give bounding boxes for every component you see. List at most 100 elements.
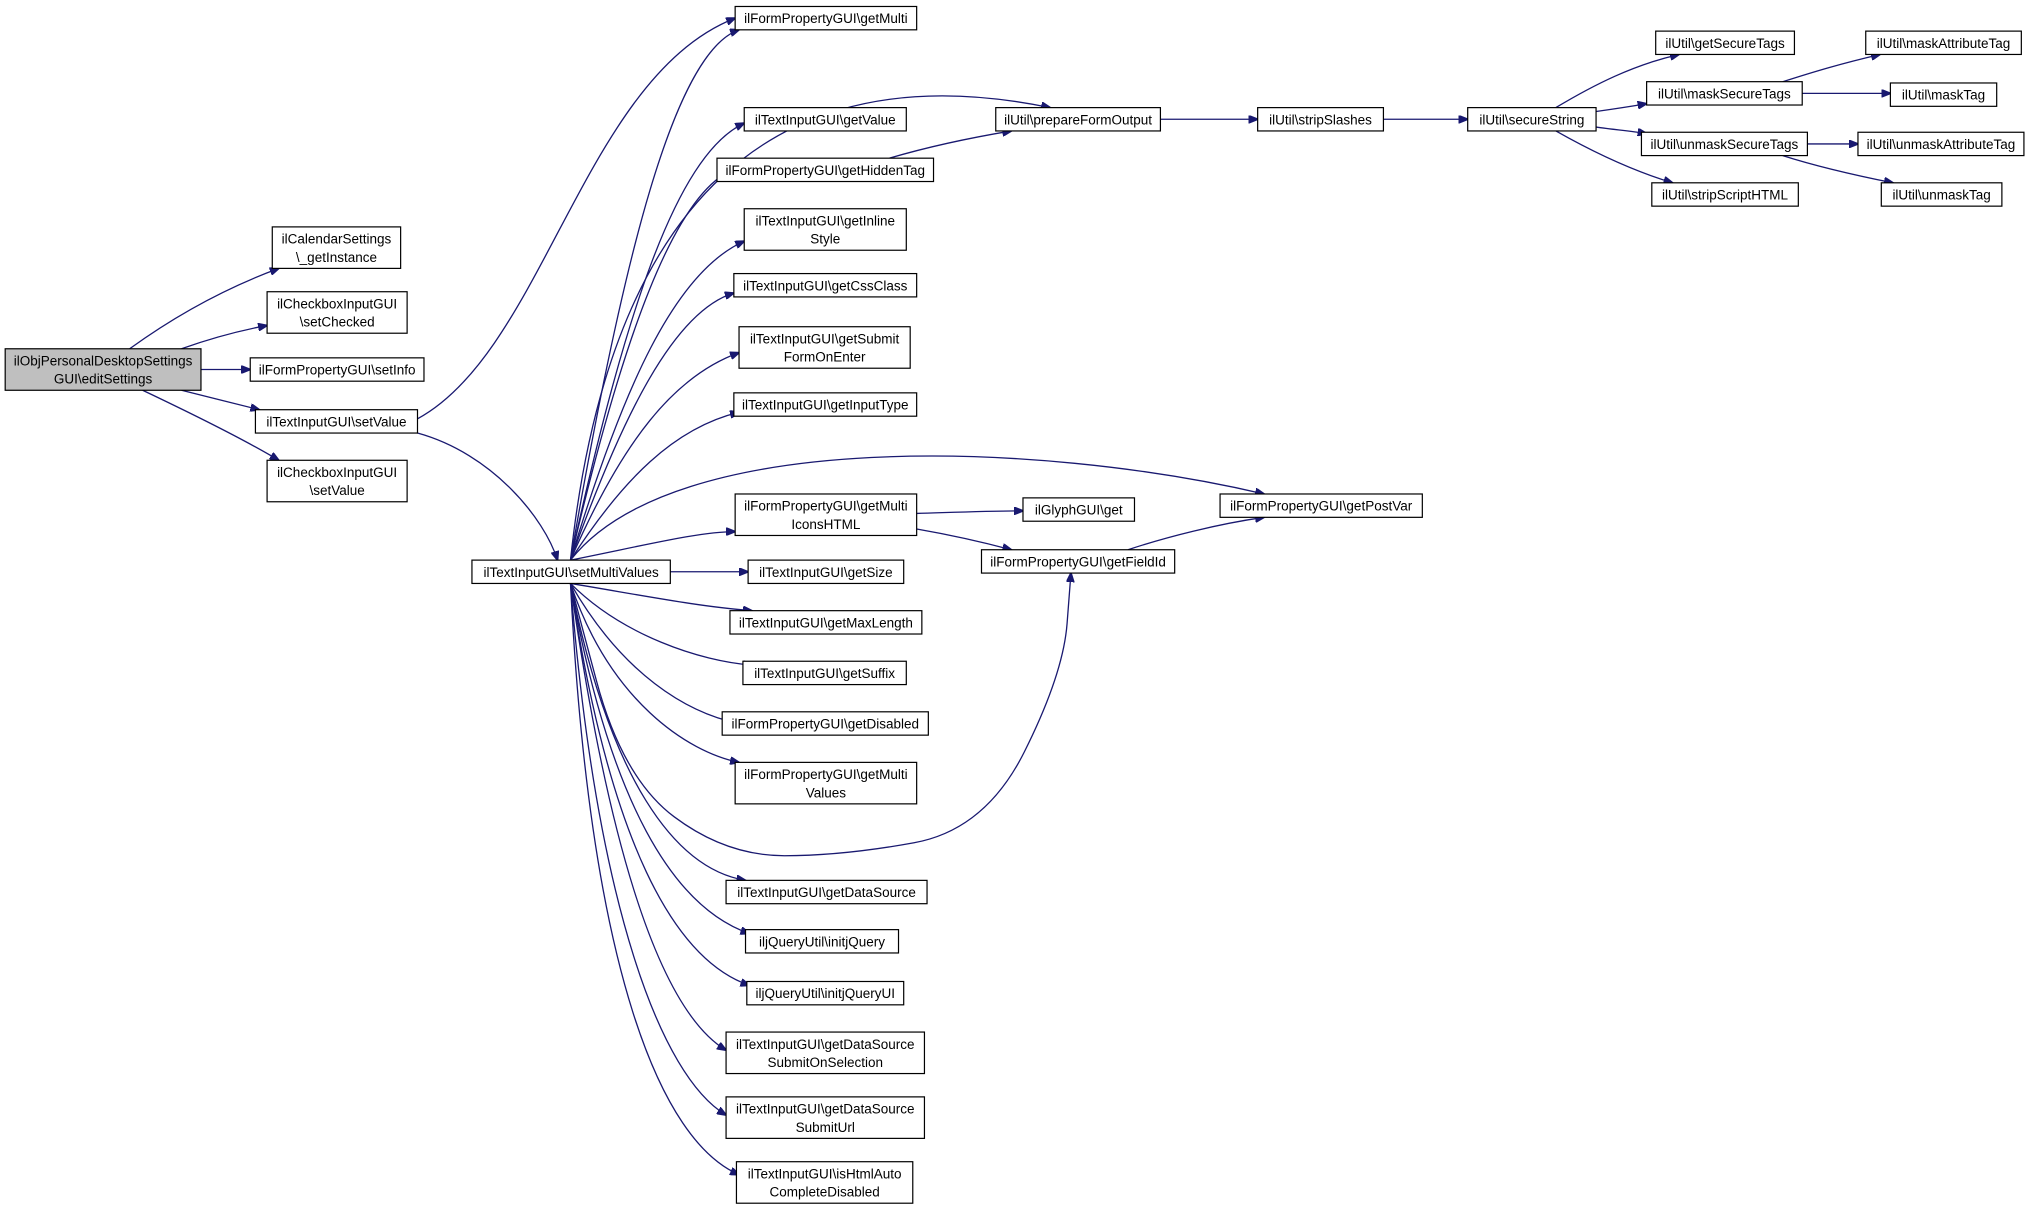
node-box xyxy=(1640,131,1808,157)
node-box xyxy=(249,357,425,382)
node-utilUnmaskAttributeTag[interactable]: ilUtil\unmaskAttributeTag xyxy=(1857,131,2025,157)
node-label: \setValue xyxy=(309,483,364,498)
node-label: ilTextInputGUI\getSubmit xyxy=(750,331,900,346)
node-label: ilTextInputGUI\getValue xyxy=(755,112,896,127)
node-label: ilCalendarSettings xyxy=(282,232,392,247)
node-tiGetInputType[interactable]: ilTextInputGUI\getInputType xyxy=(733,392,918,417)
edge-tiSetValue-to-fpGetMulti xyxy=(417,18,735,420)
node-label: ilTextInputGUI\getInputType xyxy=(742,398,909,413)
node-tiGetMaxLength[interactable]: ilTextInputGUI\getMaxLength xyxy=(729,610,923,635)
node-label: ilFormPropertyGUI\getFieldId xyxy=(990,554,1166,569)
edge-tiSetMultiValues-to-tiIsHtmlAutoCompleteDisabled xyxy=(569,583,739,1174)
node-label: ilTextInputGUI\getDataSource xyxy=(737,885,916,900)
node-box xyxy=(725,879,928,905)
node-tiGetValue[interactable]: ilTextInputGUI\getValue xyxy=(743,107,907,132)
node-calGetInstance[interactable]: ilCalendarSettings\_getInstance xyxy=(271,226,402,269)
edge-utilUnmaskSecureTags-to-utilUnmaskTag xyxy=(1782,154,1893,183)
edge-tiSetMultiValues-to-fpGetDisabled xyxy=(569,583,739,723)
node-tiSetMultiValues[interactable]: ilTextInputGUI\setMultiValues xyxy=(471,559,671,585)
node-box xyxy=(744,929,900,954)
node-box xyxy=(1467,107,1597,132)
node-box xyxy=(734,761,918,805)
node-tiGetCssClass[interactable]: ilTextInputGUI\getCssClass xyxy=(733,272,918,298)
node-box xyxy=(1857,131,2025,157)
edge-tiSetMultiValues-to-tiGetMaxLength xyxy=(570,582,752,610)
edge-tiSetMultiValues-to-fpGetMulti xyxy=(569,30,739,561)
edge-tiSetMultiValues-to-tiGetSubmitFormOnEnter xyxy=(569,353,739,561)
node-utilSecureString[interactable]: ilUtil\secureString xyxy=(1467,107,1597,132)
node-label: iljQueryUtil\initjQuery xyxy=(759,934,885,949)
node-box xyxy=(734,5,918,31)
node-utilUnmaskSecureTags[interactable]: ilUtil\unmaskSecureTags xyxy=(1640,131,1808,157)
node-label: ilUtil\stripSlashes xyxy=(1269,112,1372,127)
node-label: ilUtil\maskTag xyxy=(1902,88,1985,103)
node-box xyxy=(1257,107,1385,132)
node-label: IconsHTML xyxy=(791,517,861,532)
node-utilGetSecureTags[interactable]: ilUtil\getSecureTags xyxy=(1655,30,1796,56)
node-fpGetFieldId[interactable]: ilFormPropertyGUI\getFieldId xyxy=(980,549,1176,574)
node-label: SubmitOnSelection xyxy=(767,1055,883,1070)
node-tiSetValue[interactable]: ilTextInputGUI\setValue xyxy=(254,409,419,434)
node-box xyxy=(4,348,202,391)
node-utilUnmaskTag[interactable]: ilUtil\unmaskTag xyxy=(1880,182,2003,207)
node-tiIsHtmlAutoCompleteDisabled[interactable]: ilTextInputGUI\isHtmlAutoCompleteDisable… xyxy=(735,1161,914,1204)
node-label: ilTextInputGUI\setValue xyxy=(266,414,406,429)
edge-tiSetMultiValues-to-tiGetDataSource xyxy=(569,583,745,880)
edge-tiSetMultiValues-to-tiGetDataSourceSubmitOnSelection xyxy=(569,583,726,1050)
node-root[interactable]: ilObjPersonalDesktopSettingsGUI\editSett… xyxy=(4,348,202,391)
node-label: Values xyxy=(806,785,847,800)
node-label: ilUtil\unmaskAttributeTag xyxy=(1867,137,2016,152)
node-label: ilTextInputGUI\getDataSource xyxy=(736,1102,915,1117)
node-jqInitjQueryUI[interactable]: iljQueryUtil\initjQueryUI xyxy=(746,980,905,1006)
node-fpGetPostVar[interactable]: ilFormPropertyGUI\getPostVar xyxy=(1219,493,1423,518)
node-tiGetSize[interactable]: ilTextInputGUI\getSize xyxy=(747,559,905,585)
node-box xyxy=(1646,81,1803,106)
node-box xyxy=(725,1096,926,1139)
node-box xyxy=(1865,30,2022,56)
node-tiGetDataSourceSubmitOnSelection[interactable]: ilTextInputGUI\getDataSourceSubmitOnSele… xyxy=(725,1031,926,1075)
node-box xyxy=(266,291,408,334)
node-cbSetChecked[interactable]: ilCheckboxInputGUI\setChecked xyxy=(266,291,408,334)
edge-tiSetMultiValues-to-tiGetSuffix xyxy=(570,582,752,665)
edge-fpGetFieldId-to-fpGetPostVar xyxy=(1127,517,1264,551)
node-box xyxy=(743,208,907,251)
node-label: ilUtil\prepareFormOutput xyxy=(1004,112,1152,127)
node-cbSetValue[interactable]: ilCheckboxInputGUI\setValue xyxy=(266,459,408,503)
node-fpGetHiddenTag[interactable]: ilFormPropertyGUI\getHiddenTag xyxy=(716,157,935,183)
node-utilPrepareFormOutput[interactable]: ilUtil\prepareFormOutput xyxy=(995,107,1162,132)
node-utilStripSlashes[interactable]: ilUtil\stripSlashes xyxy=(1257,107,1385,132)
edge-fpGetMultiIconsHTML-to-fpGetFieldId xyxy=(916,528,1012,550)
edge-utilMaskSecureTags-to-utilMaskAttributeTag xyxy=(1782,54,1880,83)
node-label: ilTextInputGUI\getInline xyxy=(755,213,895,228)
node-box xyxy=(743,107,907,132)
node-glyphGet[interactable]: ilGlyphGUI\get xyxy=(1022,497,1136,522)
node-label: ilUtil\getSecureTags xyxy=(1665,36,1785,51)
node-label: ilUtil\maskSecureTags xyxy=(1658,86,1791,101)
node-fpGetDisabled[interactable]: ilFormPropertyGUI\getDisabled xyxy=(721,711,929,736)
node-utilMaskSecureTags[interactable]: ilUtil\maskSecureTags xyxy=(1646,81,1803,106)
node-box xyxy=(742,660,907,686)
node-fpSetInfo[interactable]: ilFormPropertyGUI\setInfo xyxy=(249,357,425,382)
edge-utilSecureString-to-utilMaskSecureTags xyxy=(1595,104,1647,113)
node-utilMaskAttributeTag[interactable]: ilUtil\maskAttributeTag xyxy=(1865,30,2022,56)
node-tiGetSuffix[interactable]: ilTextInputGUI\getSuffix xyxy=(742,660,907,686)
node-label: GUI\editSettings xyxy=(54,372,153,387)
node-utilMaskTag[interactable]: ilUtil\maskTag xyxy=(1889,82,1998,107)
node-fpGetMulti[interactable]: ilFormPropertyGUI\getMulti xyxy=(734,5,918,31)
node-label: ilTextInputGUI\getSuffix xyxy=(754,666,895,681)
node-utilStripScriptHTML[interactable]: ilUtil\stripScriptHTML xyxy=(1651,182,1799,207)
node-label: ilUtil\maskAttributeTag xyxy=(1877,36,2011,51)
node-box xyxy=(980,549,1176,574)
node-label: ilFormPropertyGUI\setInfo xyxy=(259,363,416,378)
node-label: ilTextInputGUI\getDataSource xyxy=(736,1037,915,1052)
node-label: ilFormPropertyGUI\getMulti xyxy=(744,11,908,26)
node-label: ilTextInputGUI\setMultiValues xyxy=(483,565,659,580)
edge-tiSetMultiValues-to-fpGetMultiIconsHTML xyxy=(570,532,735,561)
node-tiGetDataSource[interactable]: ilTextInputGUI\getDataSource xyxy=(725,879,928,905)
node-jqInitjQuery[interactable]: iljQueryUtil\initjQuery xyxy=(744,929,900,954)
